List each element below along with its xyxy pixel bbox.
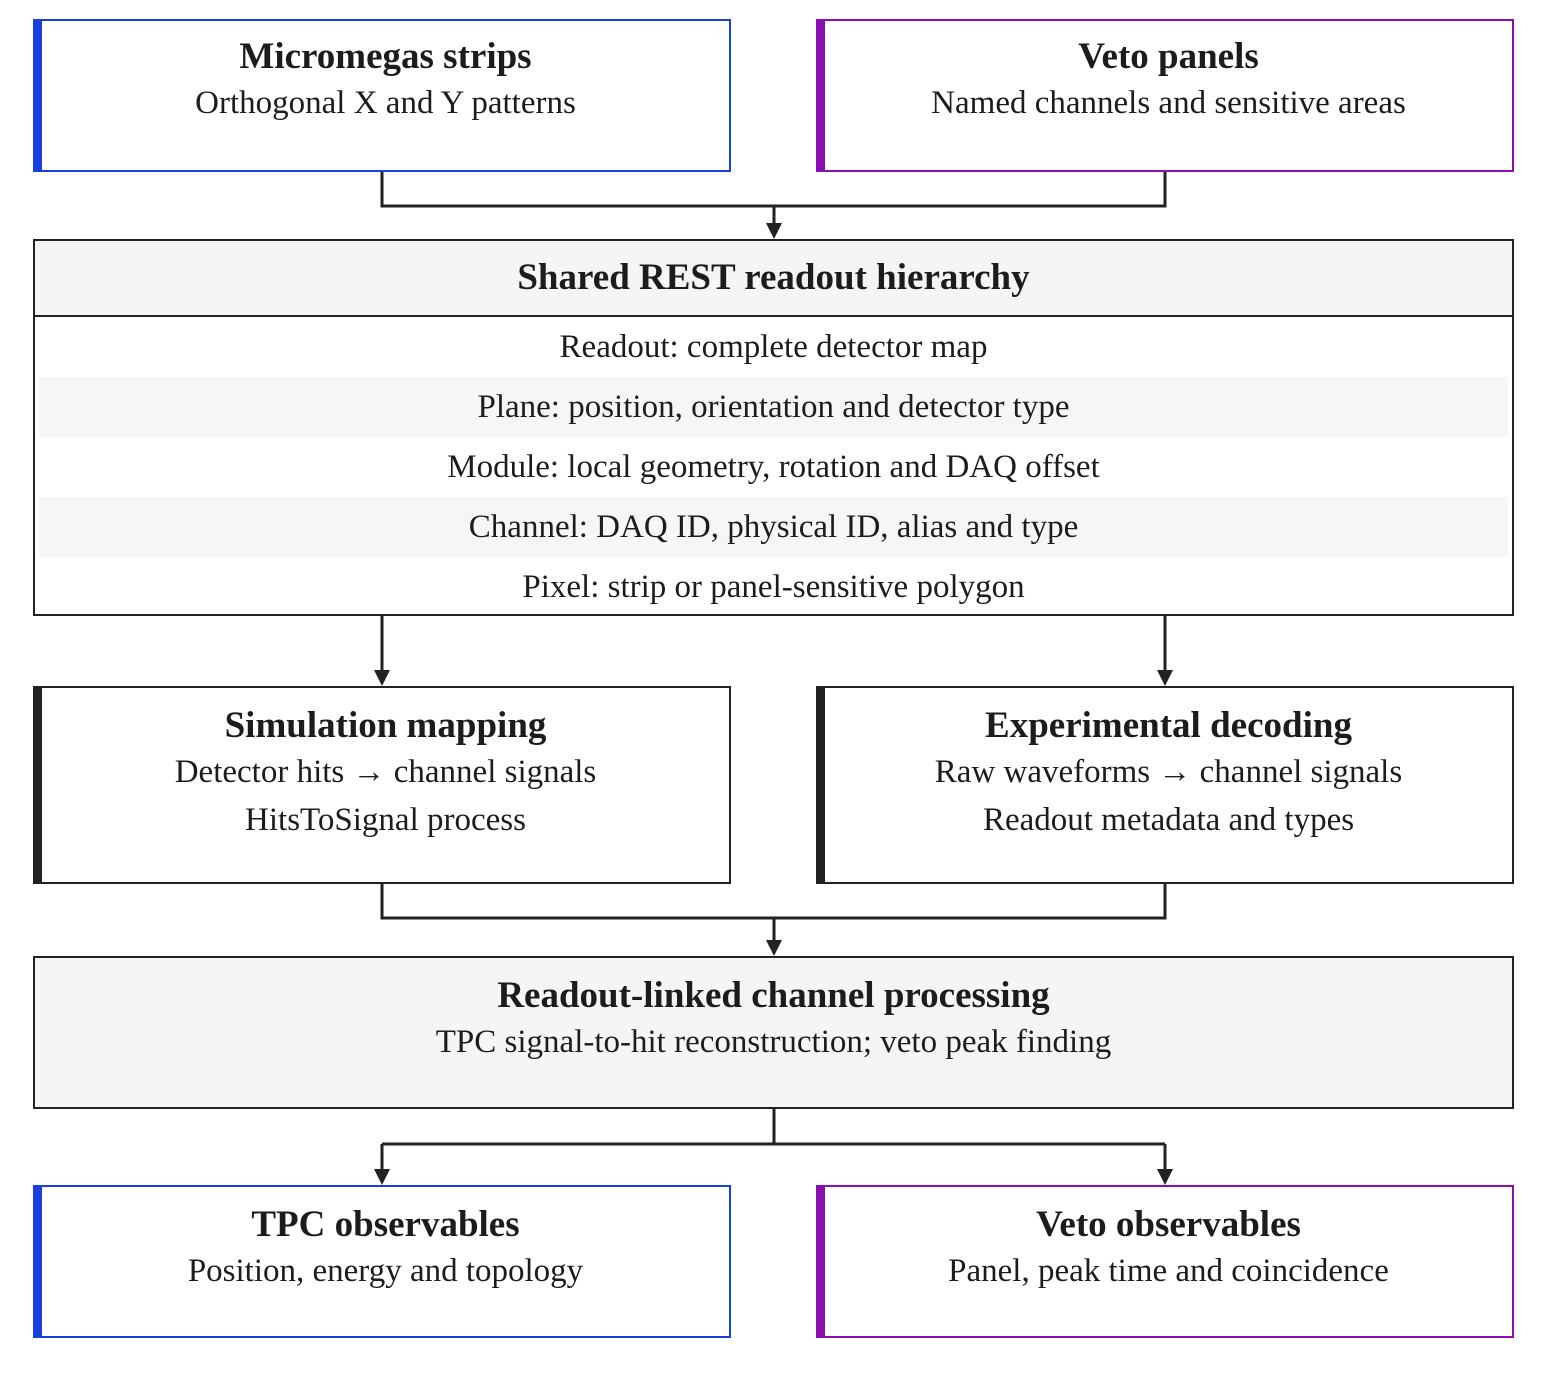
veto-panels-title: Veto panels: [1078, 36, 1259, 77]
hierarchy-row-pixel: Pixel: strip or panel-sensitive polygon: [522, 568, 1025, 605]
simulation-title: Simulation mapping: [224, 705, 547, 746]
simulation-line-1: Detector hits → channel signals: [174, 754, 597, 790]
tpc-observables-box: TPC observables Position, energy and top…: [33, 1185, 731, 1338]
hierarchy-row-readout: Readout: complete detector map: [559, 328, 988, 365]
arrowhead-hierarchy: [766, 223, 782, 239]
micromegas-title: Micromegas strips: [239, 36, 532, 77]
hierarchy-row-plane: Plane: position, orientation and detecto…: [39, 377, 1508, 437]
connector-middle-merge: [380, 884, 1167, 920]
arrowhead-veto-observables: [1157, 1169, 1173, 1185]
simulation-mapping-box: Simulation mapping Detector hits → chann…: [33, 686, 731, 884]
experimental-title: Experimental decoding: [985, 705, 1352, 746]
hierarchy-row-channel: Channel: DAQ ID, physical ID, alias and …: [39, 497, 1508, 557]
arrowhead-simulation: [374, 670, 390, 686]
hierarchy-title: Shared REST readout hierarchy: [517, 257, 1030, 298]
simulation-line-2: HitsToSignal process: [245, 802, 526, 838]
tpc-observables-title: TPC observables: [251, 1204, 520, 1245]
micromegas-strips-box: Micromegas strips Orthogonal X and Y pat…: [33, 19, 731, 172]
connector-micromegas: [380, 172, 1167, 208]
experimental-line-2: Readout metadata and types: [982, 802, 1355, 838]
arrowhead-experimental: [1157, 670, 1173, 686]
veto-panels-box: Veto panels Named channels and sensitive…: [816, 19, 1514, 172]
processing-subtitle: TPC signal-to-hit reconstruction; veto p…: [435, 1024, 1112, 1060]
processing-title: Readout-linked channel processing: [497, 975, 1050, 1016]
hierarchy-header: Shared REST readout hierarchy: [35, 241, 1512, 317]
veto-observables-title: Veto observables: [1036, 1204, 1301, 1245]
channel-processing-box: Readout-linked channel processing TPC si…: [33, 956, 1514, 1109]
arrowhead-tpc: [374, 1169, 390, 1185]
veto-observables-box: Veto observables Panel, peak time and co…: [816, 1185, 1514, 1338]
tpc-observables-subtitle: Position, energy and topology: [187, 1253, 584, 1289]
veto-observables-subtitle: Panel, peak time and coincidence: [948, 1253, 1389, 1289]
veto-panels-subtitle: Named channels and sensitive areas: [931, 85, 1406, 121]
hierarchy-row-module: Module: local geometry, rotation and DAQ…: [447, 448, 1100, 485]
experimental-decoding-box: Experimental decoding Raw waveforms → ch…: [816, 686, 1514, 884]
arrowhead-processing: [766, 940, 782, 956]
micromegas-subtitle: Orthogonal X and Y patterns: [195, 85, 576, 121]
readout-hierarchy-box: Shared REST readout hierarchy Readout: c…: [33, 239, 1514, 616]
experimental-line-1: Raw waveforms → channel signals: [934, 754, 1403, 790]
